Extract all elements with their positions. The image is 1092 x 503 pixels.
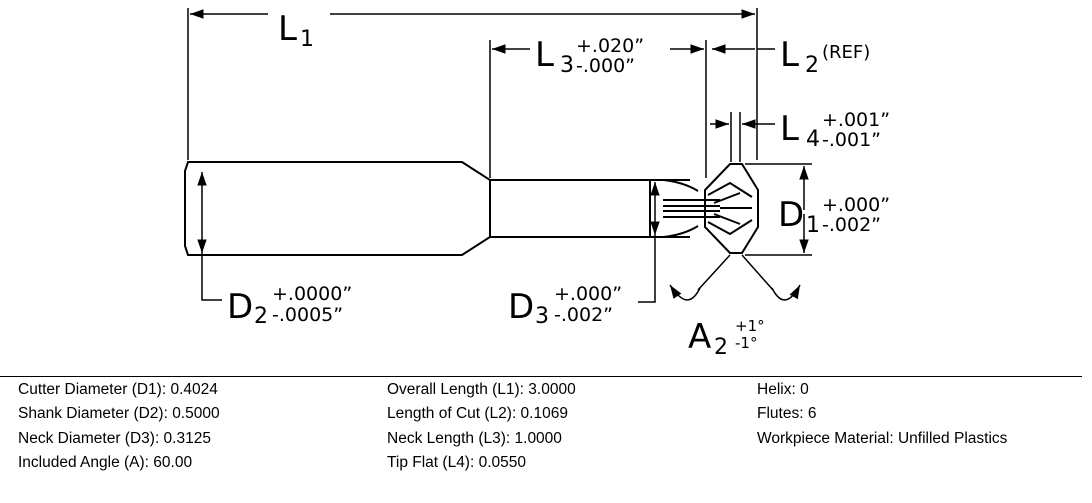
label-L2-note: (REF)	[822, 42, 870, 63]
label-L3-letter: L	[535, 35, 554, 75]
spec-included-angle: Included Angle (A): 60.00	[18, 453, 193, 471]
label-D2-sub: 2	[254, 304, 268, 329]
label-D2-tol-minus: -.0005”	[272, 304, 343, 326]
spec-table: Cutter Diameter (D1): 0.4024 Shank Diame…	[0, 378, 1092, 498]
spec-column-1: Cutter Diameter (D1): 0.4024 Shank Diame…	[18, 378, 220, 475]
label-L4-letter: L	[780, 109, 799, 149]
spec-shank-diameter: Shank Diameter (D2): 0.5000	[18, 405, 220, 423]
label-L1-letter: L	[278, 9, 297, 49]
label-L4: L 4 +.001” -.001”	[780, 109, 890, 152]
label-L3-sub: 3	[560, 53, 574, 78]
label-D2: D 2 +.0000” -.0005”	[227, 283, 352, 329]
spec-workpiece-material: Workpiece Material: Unfilled Plastics	[757, 429, 1008, 447]
label-D3-letter: D	[508, 287, 534, 327]
label-D3-tol-plus: +.000”	[554, 283, 622, 305]
spec-length-of-cut: Length of Cut (L2): 0.1069	[387, 405, 568, 423]
label-L2-sub: 2	[805, 53, 819, 78]
label-L1-sub: 1	[300, 27, 314, 52]
spec-column-3: Helix: 0 Flutes: 6 Workpiece Material: U…	[757, 378, 1007, 451]
label-D3: D 3 +.000” -.002”	[508, 283, 622, 329]
label-A-tol-plus: +1°	[735, 317, 765, 335]
tool-drawing: L 1 L 3 +.020” -.000” L 2 (REF) L 4 +.00…	[184, 8, 890, 360]
label-L3-tol-minus: -.000”	[576, 55, 635, 77]
label-L4-sub: 4	[806, 127, 820, 152]
label-D1: D 1 +.000” -.002”	[778, 194, 890, 238]
spec-helix: Helix: 0	[757, 381, 809, 398]
label-L4-tol-plus: +.001”	[822, 109, 890, 131]
label-A: A 2 +1° -1°	[688, 317, 765, 360]
label-A-sub: 2	[714, 335, 728, 360]
label-D2-tol-plus: +.0000”	[272, 283, 352, 305]
label-D1-tol-plus: +.000”	[822, 194, 890, 216]
tool-outline	[184, 161, 759, 256]
label-L2: L 2 (REF)	[780, 35, 870, 78]
label-L3: L 3 +.020” -.000”	[535, 35, 644, 78]
spec-cutter-diameter: Cutter Diameter (D1): 0.4024	[18, 381, 218, 398]
spec-neck-length: Neck Length (L3): 1.0000	[387, 429, 562, 447]
label-L3-tol-plus: +.020”	[576, 35, 644, 57]
dimension-lines	[187, 8, 812, 303]
spec-tip-flat: Tip Flat (L4): 0.0550	[387, 453, 526, 471]
label-D3-tol-minus: -.002”	[554, 304, 613, 326]
label-D1-sub: 1	[806, 213, 820, 238]
label-L4-tol-minus: -.001”	[822, 129, 881, 151]
spec-overall-length: Overall Length (L1): 3.0000	[387, 381, 576, 398]
spec-neck-diameter: Neck Diameter (D3): 0.3125	[18, 429, 211, 447]
spec-flutes: Flutes: 6	[757, 405, 817, 423]
label-L2-letter: L	[780, 35, 799, 75]
label-D2-letter: D	[227, 287, 253, 327]
label-D3-sub: 3	[535, 304, 549, 329]
separator-line	[0, 376, 1082, 377]
label-D1-letter: D	[778, 195, 804, 235]
spec-column-2: Overall Length (L1): 3.0000 Length of Cu…	[387, 378, 576, 475]
label-L1: L 1	[278, 9, 314, 52]
label-D1-tol-minus: -.002”	[822, 214, 881, 236]
label-A-letter: A	[688, 317, 711, 357]
label-A-tol-minus: -1°	[735, 334, 757, 352]
